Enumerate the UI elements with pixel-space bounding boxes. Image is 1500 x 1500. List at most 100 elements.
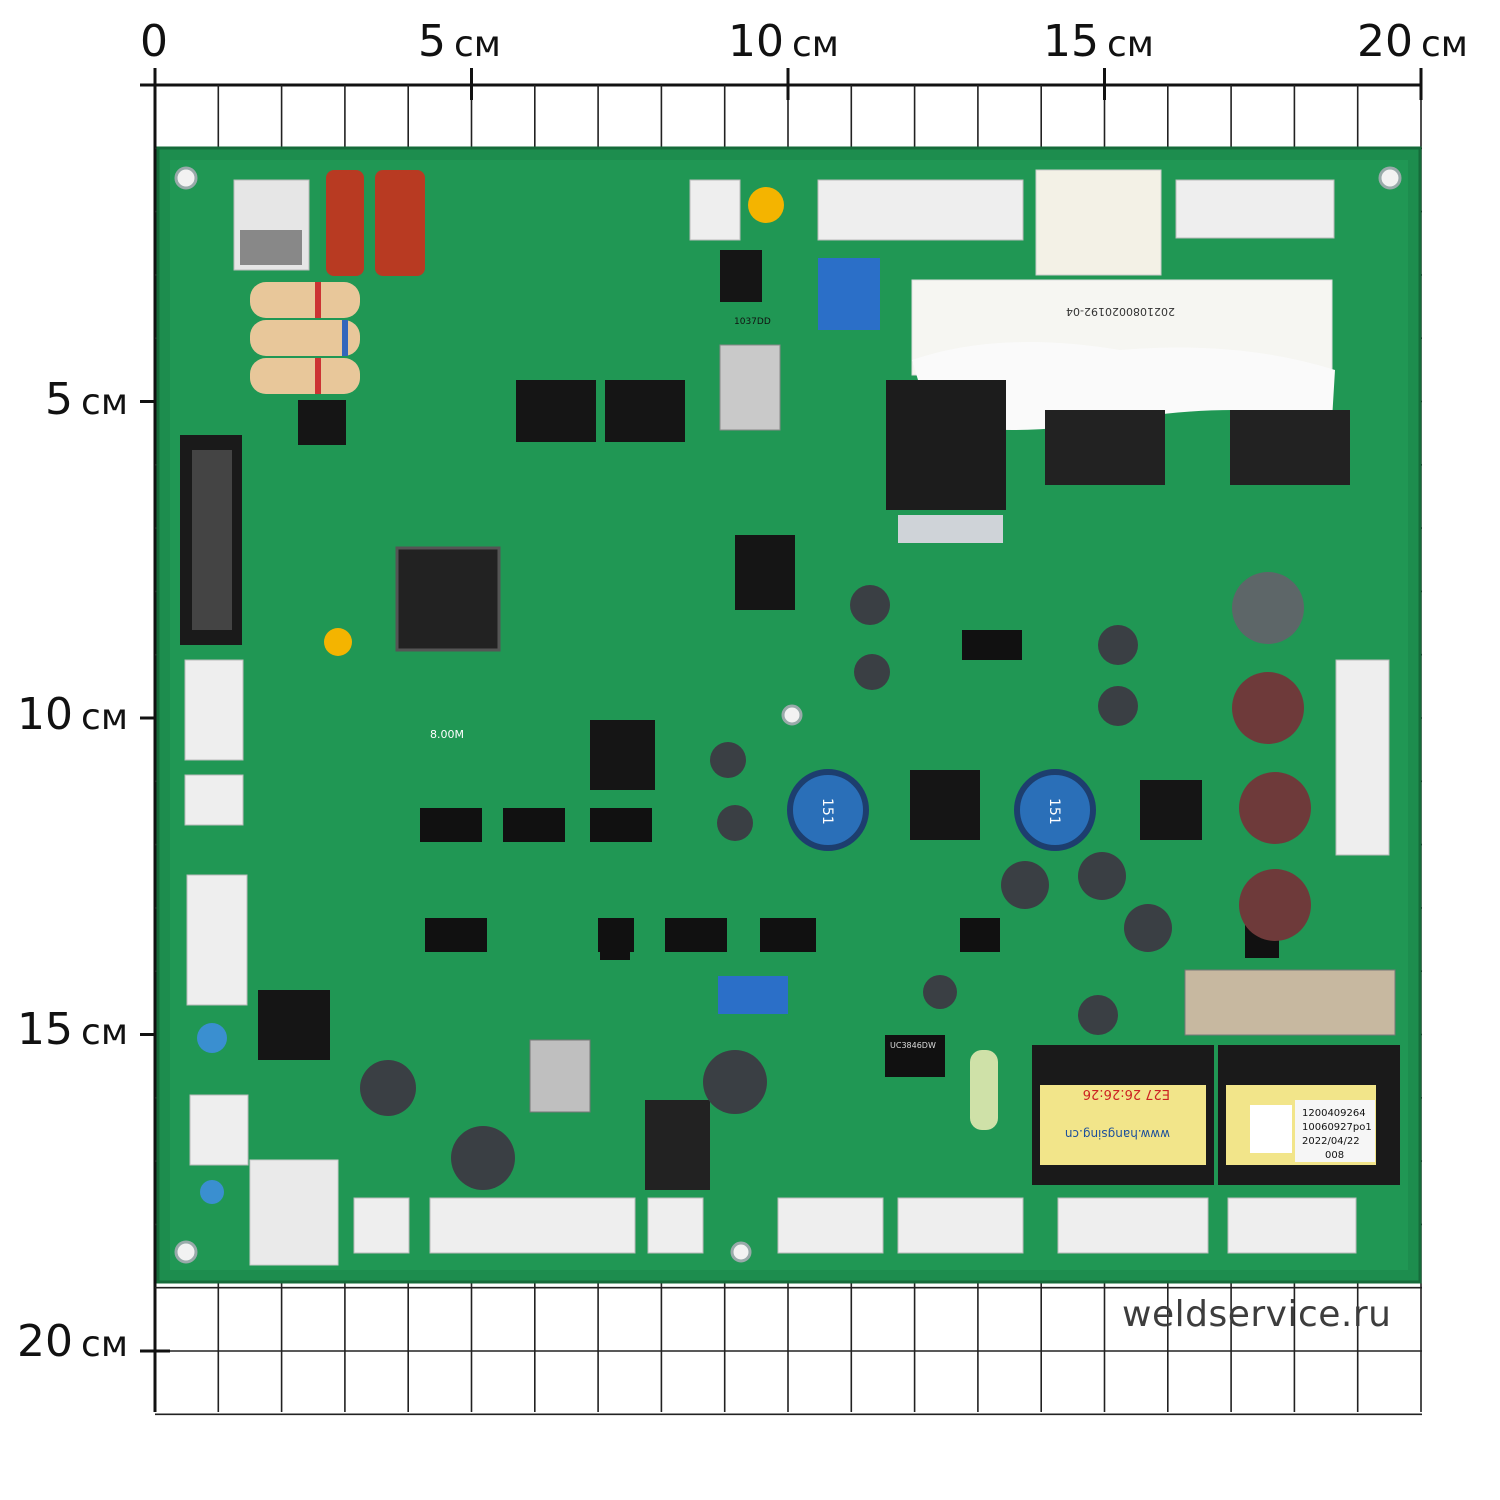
dip-label: 8.00M	[430, 728, 464, 741]
microcontroller	[395, 546, 501, 652]
sticker-line: 008	[1325, 1150, 1344, 1161]
inductor-label: 151	[1046, 798, 1062, 825]
ic-package	[590, 720, 655, 790]
transformer-label	[1040, 1085, 1206, 1165]
transformer-ratio: E27 26:26:26	[1083, 1086, 1170, 1101]
sticker-line: 1200409264	[1302, 1108, 1366, 1119]
chip-label: 1037DD	[734, 317, 771, 327]
sticker	[1295, 1100, 1375, 1162]
ic-package	[516, 380, 596, 442]
ic-package	[735, 535, 795, 610]
label-unit: см	[81, 382, 128, 423]
x-axis-label: 0	[140, 20, 168, 64]
resistor	[970, 1050, 998, 1130]
connector	[817, 179, 1024, 241]
sticker-line: 10060927po1	[1302, 1122, 1372, 1133]
resistor	[250, 282, 360, 318]
label-unit: см	[81, 697, 128, 738]
heatsink-tab	[898, 515, 1003, 543]
electrolytic-capacitors	[360, 572, 1311, 1190]
connector	[689, 179, 741, 241]
label-number: 20	[17, 1316, 74, 1367]
transformer-site: www.hangsing.cn	[1065, 1127, 1170, 1141]
heatsink-mosfet	[1230, 410, 1350, 485]
mount-hole	[1378, 166, 1402, 190]
ct-code: 2021080020192-04	[1066, 305, 1175, 318]
label-unit: см	[454, 24, 501, 65]
film-capacitor	[326, 170, 364, 276]
ic-package	[910, 770, 980, 840]
qr-code	[1250, 1105, 1292, 1153]
label-number: 0	[140, 16, 168, 67]
mount-hole	[781, 704, 803, 726]
connector	[1175, 179, 1335, 239]
connector	[429, 1197, 636, 1254]
ic-package	[720, 250, 762, 302]
watermark: weldservice.ru	[1122, 1294, 1392, 1335]
label-number: 15	[1043, 16, 1099, 67]
board-markings: 8.00M 1037DD 151 151 E27 26:26:26 www.ha…	[430, 305, 1372, 1161]
pcb-board	[156, 146, 1422, 1284]
sealant-blob	[912, 342, 1335, 430]
connector	[777, 1197, 884, 1254]
label-number: 5	[418, 16, 446, 67]
connector	[184, 659, 244, 761]
inductor-label: 151	[819, 798, 835, 825]
inductor	[787, 769, 869, 851]
label-number: 5	[45, 374, 74, 425]
grid-lines	[140, 70, 1422, 1412]
connector	[189, 1094, 249, 1166]
label-number: 15	[17, 1004, 74, 1055]
label-number: 20	[1357, 16, 1413, 67]
connector	[647, 1197, 704, 1254]
label-unit: см	[81, 1012, 128, 1053]
mount-hole	[174, 166, 198, 190]
heatsink-mosfet	[1045, 410, 1165, 485]
ceramic-capacitor	[200, 1180, 224, 1204]
connector	[184, 774, 244, 826]
connector	[1335, 659, 1390, 856]
label-unit: см	[792, 24, 839, 65]
ceramic-capacitor	[324, 628, 352, 656]
label-number: 10	[17, 689, 74, 740]
power-module	[249, 1159, 339, 1266]
inductor	[1014, 769, 1096, 851]
mount-hole	[730, 1241, 752, 1263]
connector	[1227, 1197, 1357, 1254]
connector	[1057, 1197, 1209, 1254]
mount-hole	[174, 1240, 198, 1264]
regulator	[240, 230, 302, 265]
ceramic-capacitor	[197, 1023, 227, 1053]
trimmer	[818, 258, 880, 330]
ic-package	[605, 380, 685, 442]
diode-bank	[1184, 969, 1396, 1036]
label-unit: см	[81, 1324, 128, 1365]
regulator	[645, 1100, 710, 1190]
connector	[897, 1197, 1024, 1254]
resistor	[250, 358, 360, 394]
sticker-line: 2022/04/22	[1302, 1136, 1360, 1147]
ic-package	[258, 990, 330, 1060]
regulator	[529, 1039, 591, 1113]
trimmer	[718, 976, 788, 1014]
ceramic-capacitor	[748, 187, 784, 223]
connector	[353, 1197, 410, 1254]
connector	[186, 874, 248, 1006]
ic-label: UC3846DW	[890, 1041, 936, 1050]
film-capacitor	[375, 170, 425, 276]
smd-ic-row	[420, 630, 1279, 1077]
heatsink-mosfet	[886, 380, 1006, 510]
relay-block	[1035, 169, 1162, 276]
regulator	[719, 344, 781, 431]
label-unit: см	[1421, 24, 1468, 65]
ic-package	[298, 400, 346, 445]
